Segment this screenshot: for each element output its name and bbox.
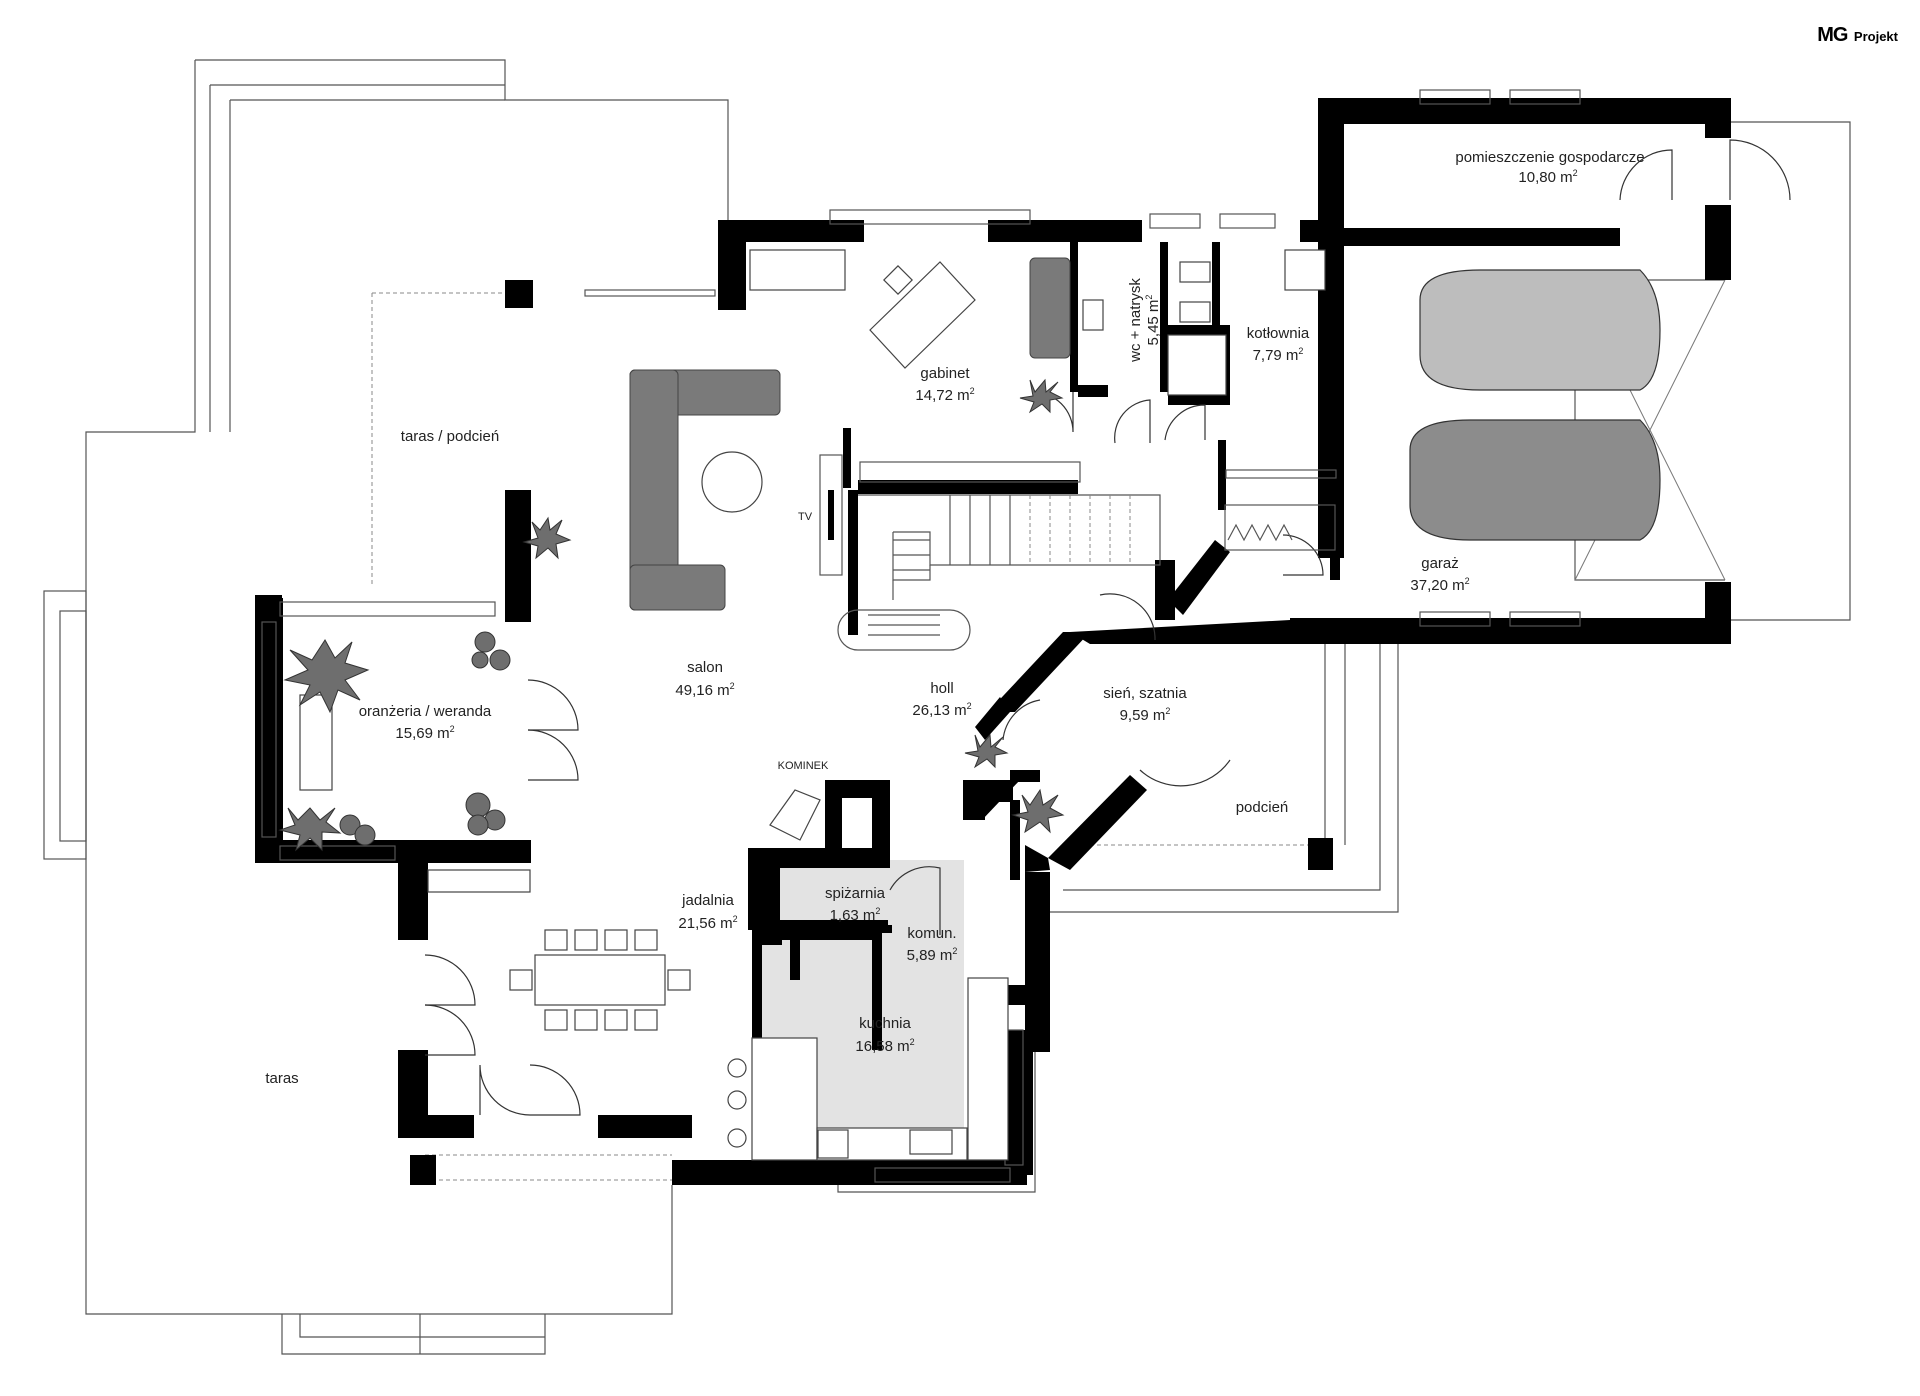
room-labels: pomieszczenie gospodarcze 10,80 m2 garaż… <box>265 149 1644 1087</box>
kitchen-furniture <box>727 789 1009 1161</box>
decor-plants <box>522 378 1065 834</box>
area-jadalnia: 21,56 m2 <box>678 914 737 932</box>
living-sofa <box>629 369 781 611</box>
office-furniture <box>749 249 1071 369</box>
label-tv: TV <box>798 511 813 523</box>
bathroom-fixtures <box>1082 249 1326 396</box>
label-pomieszczenie-gospodarcze: pomieszczenie gospodarcze <box>1455 149 1644 166</box>
area-sien-szatnia: 9,59 m2 <box>1120 706 1171 724</box>
label-spizarnia: spiżarnia <box>825 885 886 902</box>
area-gabinet: 14,72 m2 <box>915 386 974 404</box>
label-salon: salon <box>687 659 723 676</box>
angled-walls <box>965 540 1290 872</box>
wc-label-group: wc + natrysk 5,45 m2 <box>1127 278 1162 363</box>
staircase <box>837 461 1336 651</box>
label-podcien: podcień <box>1236 799 1289 816</box>
dining-furniture <box>427 869 691 1031</box>
label-wc-natrysk: wc + natrysk <box>1127 278 1144 363</box>
area-salon: 49,16 m2 <box>675 681 734 699</box>
area-komun: 5,89 m2 <box>907 946 958 964</box>
label-kominek: KOMINEK <box>778 760 829 772</box>
area-kotlownia: 7,79 m2 <box>1253 346 1304 364</box>
area-oranzeria: 15,69 m2 <box>395 724 454 742</box>
tv-unit <box>819 454 843 576</box>
label-gabinet: gabinet <box>920 365 970 382</box>
area-wc-natrysk: 5,45 m2 <box>1144 295 1162 346</box>
garage-cars <box>1409 269 1661 541</box>
label-taras-podcien: taras / podcień <box>401 428 499 445</box>
area-holl: 26,13 m2 <box>912 701 971 719</box>
terrace-outlines <box>43 59 1851 1355</box>
label-jadalnia: jadalnia <box>681 892 734 909</box>
label-garaz: garaż <box>1421 555 1459 572</box>
label-sien-szatnia: sień, szatnia <box>1103 685 1187 702</box>
brand-sub: Projekt <box>1853 29 1898 44</box>
area-garaz: 37,20 m2 <box>1410 576 1469 594</box>
label-komun: komun. <box>907 925 956 942</box>
brand-logo: MG Projekt <box>1817 24 1898 47</box>
label-kotlownia: kotłownia <box>1247 325 1310 342</box>
label-holl: holl <box>930 680 953 697</box>
area-pomieszczenie-gospodarcze: 10,80 m2 <box>1518 168 1577 186</box>
label-taras: taras <box>265 1070 298 1087</box>
label-oranzeria: oranżeria / weranda <box>359 703 492 720</box>
area-spizarnia: 1,63 m2 <box>830 906 881 924</box>
conservatory-furniture <box>278 631 511 852</box>
brand-main: MG <box>1817 24 1848 46</box>
area-kuchnia: 16,58 m2 <box>855 1037 914 1055</box>
label-kuchnia: kuchnia <box>859 1015 911 1032</box>
